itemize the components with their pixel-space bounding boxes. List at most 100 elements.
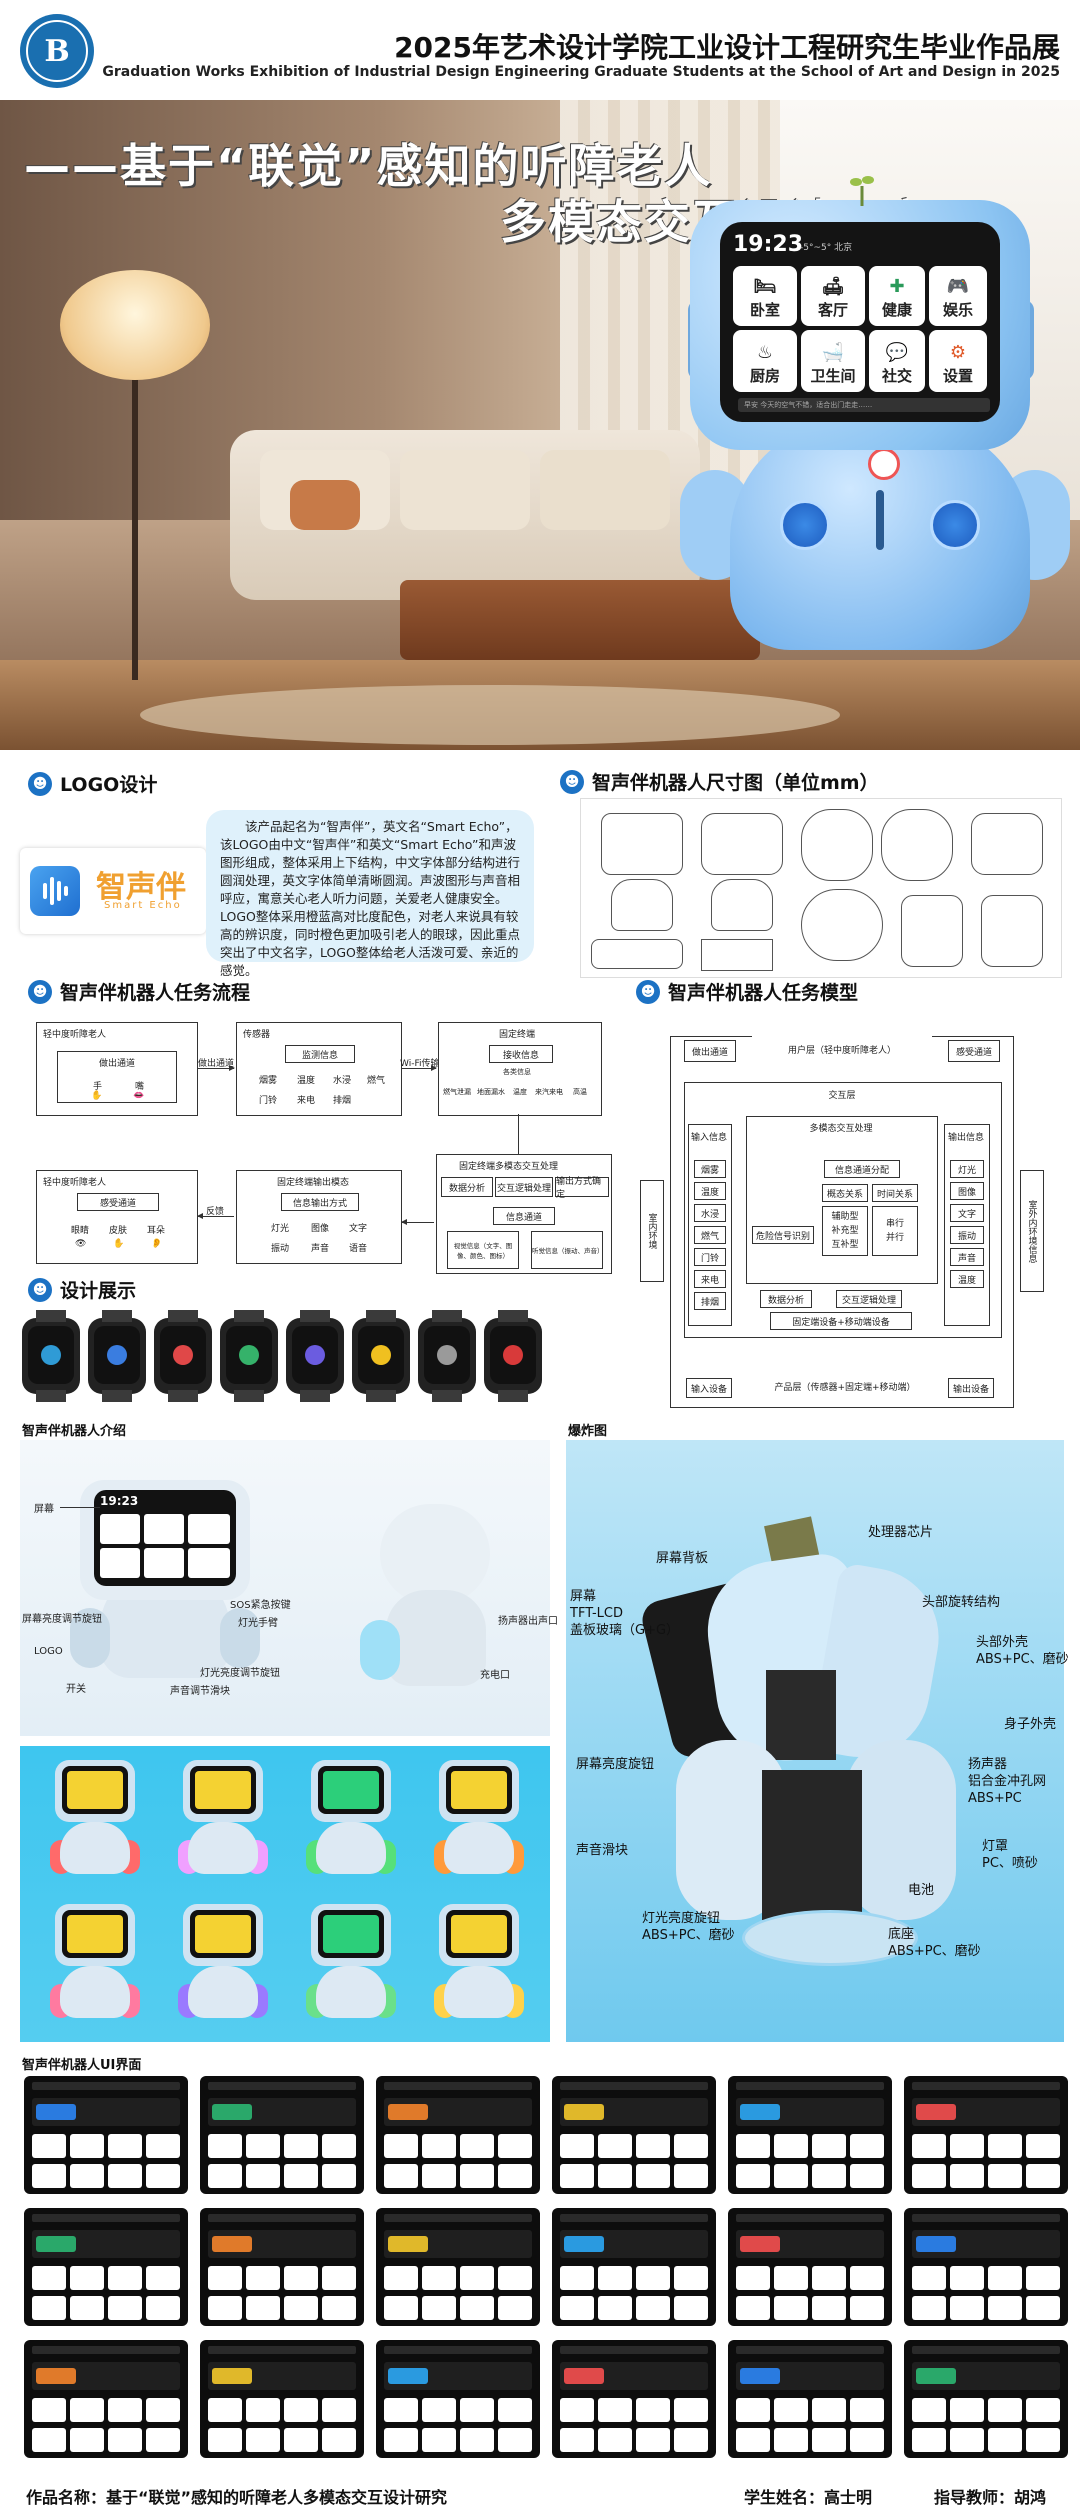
section-logo-title: ☻LOGO设计 xyxy=(28,770,157,797)
school-seal-letter: B xyxy=(26,20,88,82)
section-ui-title: 智声伴机器人UI界面 xyxy=(22,2058,142,2073)
tile-entertainment[interactable]: 🎮娱乐 xyxy=(929,266,987,326)
robot-sprout-icon xyxy=(850,176,874,206)
hand-icon: ✋ xyxy=(91,1091,103,1101)
section-dimension-title: ☻智声伴机器人尺寸图（单位mm） xyxy=(560,768,879,795)
robot-icon: ☻ xyxy=(560,769,584,794)
hero-title-line1: ——基于“联觉”感知的听障老人 xyxy=(24,139,713,193)
robot-knob-left xyxy=(780,500,830,550)
robot-sos-button xyxy=(868,448,900,480)
color-variant-robot xyxy=(178,1904,268,2024)
school-seal: B xyxy=(20,14,94,88)
base xyxy=(742,1910,918,1966)
intro-robot-screen: 19:23 xyxy=(94,1490,236,1586)
robot-icon: ☻ xyxy=(28,771,52,796)
sofa-cushion xyxy=(400,450,530,530)
stove-icon: ♨ xyxy=(756,342,774,363)
ui-screen-thumbnail xyxy=(552,2208,716,2326)
ear-icon: 👂 xyxy=(151,1239,163,1249)
skin-icon: ✋ xyxy=(113,1239,125,1249)
tile-living-room[interactable]: 🛋客厅 xyxy=(801,266,865,326)
dimension-drawing xyxy=(580,798,1062,978)
smartwatch-variant xyxy=(22,1310,80,1402)
flow-user1: 轻中度听障老人 做出通道 手 嘴 ✋ 👄 xyxy=(36,1022,198,1116)
color-variant-robot xyxy=(178,1760,268,1880)
logo-name-cn: 智声伴 xyxy=(96,870,186,905)
color-variant-robot xyxy=(434,1904,524,2024)
section-task-model-title: ☻智声伴机器人任务模型 xyxy=(636,978,858,1005)
health-icon: ✚ xyxy=(889,276,905,297)
ui-screen-thumbnail xyxy=(200,2076,364,2194)
gamepad-icon: 🎮 xyxy=(946,276,970,297)
smartwatch-variant xyxy=(286,1310,344,1402)
section-intro-title: 智声伴机器人介绍 xyxy=(22,1424,127,1439)
battery-core xyxy=(762,1770,862,1920)
tile-social[interactable]: 💬社交 xyxy=(869,330,925,392)
intro-panel: 19:23 屏幕 屏幕亮度调节旋钮 LOGO 开关 SOS紧急按键 灯光手臂 灯… xyxy=(20,1440,558,1736)
color-variant-robot xyxy=(306,1904,396,2024)
tile-kitchen[interactable]: ♨厨房 xyxy=(733,330,797,392)
robot-screen-weather: -5°~5° 北京 xyxy=(800,243,853,253)
tile-health[interactable]: ✚健康 xyxy=(869,266,925,326)
footer-advisor: 指导教师：胡鸿 xyxy=(934,2488,1047,2507)
floor-lamp-shade xyxy=(60,270,210,380)
body-shell-right xyxy=(846,1740,956,1920)
ui-screen-thumbnail xyxy=(904,2340,1068,2458)
smartwatch-variant xyxy=(418,1310,476,1402)
hero-sofa xyxy=(230,430,700,600)
robot-screen-footer: 早安 今天的空气不错，适合出门走走…… xyxy=(738,398,990,412)
bath-icon: 🛁 xyxy=(821,342,845,363)
ui-screen-thumbnail xyxy=(728,2340,892,2458)
logo-name-en: Smart Echo xyxy=(104,900,182,911)
ui-screen-thumbnail xyxy=(904,2208,1068,2326)
smartwatch-variant xyxy=(154,1310,212,1402)
intro-robot-side-head xyxy=(380,1504,490,1604)
bed-icon: 🛏 xyxy=(753,276,777,297)
footer-work-name: 作品名称：基于“联觉”感知的听障老人多模态交互设计研究 xyxy=(26,2488,448,2507)
sound-wave-logo-icon xyxy=(30,866,80,916)
smartwatch-variant xyxy=(352,1310,410,1402)
coffee-table xyxy=(400,580,760,660)
robot-body xyxy=(730,420,1030,650)
robot-icon: ☻ xyxy=(28,979,52,1004)
ui-screen-thumbnail xyxy=(904,2076,1068,2194)
flow-process: 固定终端多模态交互处理 数据分析 交互逻辑处理 输出方式确定 信息通道 视觉信息… xyxy=(436,1154,612,1274)
smartwatch-variant xyxy=(220,1310,278,1402)
ui-screen-thumbnail xyxy=(552,2076,716,2194)
ui-screen-thumbnail xyxy=(24,2076,188,2194)
robot-icon: ☻ xyxy=(636,979,660,1004)
chat-icon: 💬 xyxy=(885,342,909,363)
ui-screen-thumbnail xyxy=(728,2208,892,2326)
tile-bedroom[interactable]: 🛏卧室 xyxy=(733,266,797,326)
ui-screen-thumbnail xyxy=(552,2340,716,2458)
smartwatch-variant xyxy=(484,1310,542,1402)
ui-screen-thumbnail xyxy=(376,2076,540,2194)
ui-screen-thumbnail xyxy=(200,2208,364,2326)
sofa-pillow xyxy=(290,480,360,530)
section-showcase-title: ☻设计展示 xyxy=(28,1276,136,1303)
robot-icon: ☻ xyxy=(28,1277,52,1302)
gear-icon: ⚙ xyxy=(949,342,967,363)
sofa-cushion xyxy=(540,450,670,530)
exhibition-title: 2025年艺术设计学院工业设计工程研究生毕业作品展 xyxy=(394,31,1060,64)
robot-screen-time: 19:23 xyxy=(733,232,804,257)
ui-screen-thumbnail xyxy=(376,2340,540,2458)
tile-settings[interactable]: ⚙设置 xyxy=(929,330,987,392)
section-task-flow-title: ☻智声伴机器人任务流程 xyxy=(28,978,250,1005)
head-rotation-structure xyxy=(766,1670,836,1760)
floor-lamp-pole xyxy=(132,380,138,680)
footer xyxy=(0,2470,1080,2520)
tile-bathroom[interactable]: 🛁卫生间 xyxy=(801,330,865,392)
exhibition-subtitle: Graduation Works Exhibition of Industria… xyxy=(102,64,1060,80)
exploded-view-panel: 处理器芯片 屏幕背板 屏幕 TFT-LCD 盖板玻璃（G+G） 头部旋转结构 头… xyxy=(566,1440,1069,2042)
flow-terminal: 固定终端 接收信息 各类信息 燃气泄漏 地面漏水 温度 来汽来电 高温 xyxy=(438,1022,602,1116)
hero-rug xyxy=(140,685,840,745)
smartwatch-variant xyxy=(88,1310,146,1402)
color-variant-robot xyxy=(306,1760,396,1880)
ui-screen-thumbnail xyxy=(24,2340,188,2458)
robot-knob-right xyxy=(930,500,980,550)
flow-user2: 轻中度听障老人 感受通道 眼睛 皮肤 耳朵 👁 ✋ 👂 xyxy=(36,1170,198,1264)
eye-icon: 👁 xyxy=(75,1239,87,1249)
sofa-icon: 🛋 xyxy=(821,276,845,297)
ui-screen-thumbnail xyxy=(200,2340,364,2458)
